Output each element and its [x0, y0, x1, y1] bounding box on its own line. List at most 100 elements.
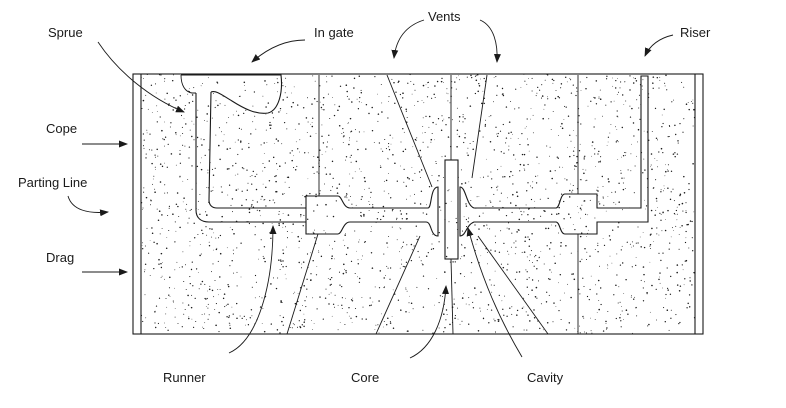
sand-grain — [496, 133, 498, 135]
sand-grain — [358, 239, 360, 241]
sand-grain — [241, 204, 243, 207]
sand-grain — [243, 81, 246, 84]
sand-grain — [693, 108, 695, 111]
sand-grain — [159, 233, 161, 235]
sand-grain — [359, 168, 361, 170]
sand-grain — [579, 293, 581, 295]
sand-grain — [478, 82, 480, 85]
sand-grain — [512, 174, 514, 176]
sand-grain — [503, 152, 505, 154]
sand-grain — [542, 329, 544, 331]
vents-left-arrow — [391, 19, 425, 59]
sand-grain — [526, 271, 528, 273]
sand-grain — [215, 324, 217, 327]
sand-grain — [174, 269, 176, 271]
sand-grain — [419, 177, 421, 178]
sand-grain — [357, 148, 359, 151]
sand-grain — [175, 230, 177, 232]
sand-grain — [357, 259, 359, 261]
sand-grain — [370, 230, 372, 233]
sand-grain — [589, 255, 591, 257]
sand-grain — [383, 321, 385, 322]
sand-grain — [371, 106, 373, 109]
sand-grain — [244, 89, 246, 91]
sand-grain — [379, 270, 382, 272]
sand-grain — [408, 302, 410, 304]
sand-grain — [383, 277, 385, 279]
sand-grain — [447, 190, 449, 192]
sand-grain — [350, 196, 351, 197]
sand-grain — [158, 263, 160, 265]
sand-grain — [438, 174, 440, 177]
sand-grain — [420, 156, 422, 158]
runner-arrow — [228, 225, 277, 354]
sand-grain — [357, 276, 358, 278]
sand-grain — [511, 211, 513, 214]
sand-grain — [401, 259, 402, 261]
sand-grain — [196, 136, 199, 139]
sand-grain — [523, 74, 525, 75]
sand-grain — [422, 126, 424, 128]
sand-grain — [594, 217, 596, 219]
sand-grain — [187, 157, 189, 159]
sand-grain — [470, 200, 472, 201]
sand-grain — [396, 180, 398, 182]
sand-grain — [252, 121, 254, 123]
sand-grain — [141, 201, 143, 204]
sand-grain — [454, 261, 456, 263]
sand-grain — [183, 313, 185, 315]
sand-grain — [579, 325, 581, 327]
sand-grain — [279, 315, 281, 317]
sand-grain — [331, 186, 334, 188]
sand-grain — [229, 327, 232, 329]
sand-grain — [397, 299, 400, 301]
sand-grain — [620, 320, 622, 322]
sand-grain — [326, 81, 328, 83]
sand-grain — [587, 214, 589, 216]
sand-grain — [547, 98, 549, 100]
sand-grain — [676, 264, 679, 266]
sand-grain — [688, 108, 690, 111]
sand-grain — [539, 327, 541, 330]
sand-grain — [534, 175, 537, 177]
sand-grain — [252, 105, 254, 107]
sand-grain — [467, 154, 469, 157]
sand-grain — [397, 81, 399, 84]
sand-grain — [250, 133, 252, 135]
sand-grain — [215, 248, 218, 251]
sand-grain — [510, 246, 512, 248]
sand-grain — [163, 145, 165, 147]
sand-grain — [640, 246, 642, 248]
sand-grain — [398, 80, 400, 83]
sand-grain — [538, 163, 540, 165]
sand-grain — [322, 318, 324, 320]
sand-grain — [630, 296, 632, 298]
sand-grain — [179, 176, 181, 178]
sand-grain — [623, 319, 624, 320]
sand-grain — [387, 267, 389, 269]
sand-grain — [632, 298, 635, 300]
sand-grain — [165, 327, 167, 329]
sand-grain — [422, 117, 424, 119]
sand-grain — [263, 330, 266, 333]
sand-grain — [181, 266, 183, 268]
sand-grain — [264, 80, 266, 82]
sand-grain — [311, 320, 312, 321]
sand-grain — [581, 258, 583, 260]
sand-grain — [491, 178, 493, 180]
sand-grain — [229, 226, 231, 228]
sand-grain — [676, 213, 678, 215]
sand-grain — [204, 313, 206, 315]
sand-grain — [142, 99, 145, 102]
sand-grain — [443, 331, 445, 333]
sand-grain — [383, 210, 386, 212]
sand-grain — [199, 162, 201, 164]
sand-grain — [655, 209, 657, 211]
sand-grain — [179, 95, 181, 97]
sand-grain — [616, 110, 618, 112]
sand-grain — [631, 143, 632, 145]
sand-grain — [369, 204, 371, 205]
sand-grain — [682, 269, 684, 271]
sand-grain — [218, 144, 220, 147]
sand-grain — [141, 107, 143, 110]
